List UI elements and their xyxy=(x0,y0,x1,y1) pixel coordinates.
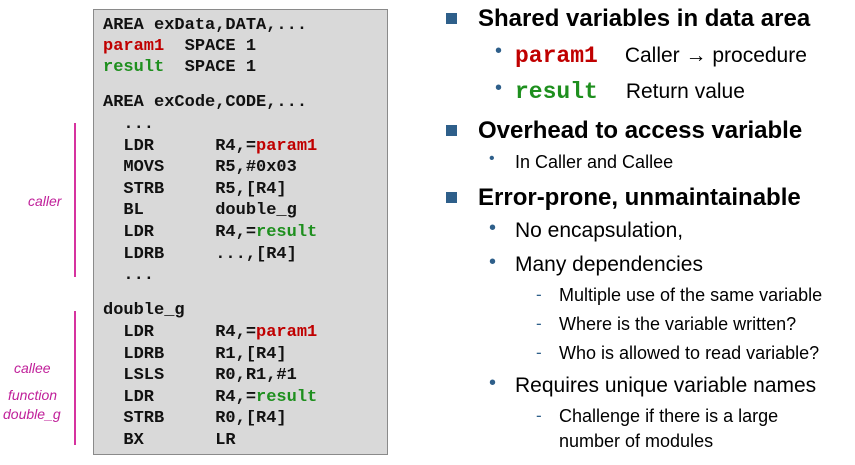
caller-bracket xyxy=(74,123,76,277)
code-line: double_g xyxy=(103,301,185,320)
bullet-heading: Overhead to access variable xyxy=(478,117,803,144)
sub-bullet: In Caller and Callee xyxy=(515,152,674,172)
code-line: result SPACE 1 xyxy=(103,58,257,77)
sub-bullet: Requires unique variable names xyxy=(515,374,817,397)
dot-bullet-icon: • xyxy=(489,251,497,273)
code-line: LDR R4,=result xyxy=(103,223,318,242)
code-line: LDRB ...,[R4] xyxy=(103,245,297,264)
param1-variable: param1 xyxy=(256,137,318,156)
sub-sub-bullet-continuation: number of modules xyxy=(559,431,714,451)
function-name-label: double_g xyxy=(3,406,61,422)
dash-bullet-icon: - xyxy=(536,285,542,304)
code-line: MOVS R5,#0x03 xyxy=(103,158,297,177)
dot-bullet-icon: • xyxy=(495,77,503,99)
code-line: LDR R4,=param1 xyxy=(103,137,318,156)
code-line: BX LR xyxy=(103,431,236,450)
code-line: AREA exData,DATA,... xyxy=(103,16,308,35)
code-line: ... xyxy=(103,115,155,134)
square-bullet-icon xyxy=(446,192,457,203)
bullet-heading: Shared variables in data area xyxy=(478,5,811,32)
square-bullet-icon xyxy=(446,13,457,24)
code-line: param1 SPACE 1 xyxy=(103,37,257,56)
code-line: STRB R5,[R4] xyxy=(103,180,287,199)
dot-bullet-icon: • xyxy=(489,217,497,239)
sub-bullet: No encapsulation, xyxy=(515,219,684,242)
result-variable: result xyxy=(515,79,598,105)
code-line: ... xyxy=(103,266,155,285)
code-line: LDRB R1,[R4] xyxy=(103,345,287,364)
callee-bracket xyxy=(74,311,76,445)
sub-sub-bullet: Who is allowed to read variable? xyxy=(559,343,820,363)
dot-bullet-icon: • xyxy=(489,372,497,394)
square-bullet-icon xyxy=(446,125,457,136)
code-line: STRB R0,[R4] xyxy=(103,409,287,428)
dash-bullet-icon: - xyxy=(536,406,542,425)
sub-bullet: Many dependencies xyxy=(515,253,703,276)
code-line: AREA exCode,CODE,... xyxy=(103,93,308,112)
dot-bullet-icon: • xyxy=(489,150,495,167)
result-variable: result xyxy=(256,388,318,407)
code-line: LSLS R0,R1,#1 xyxy=(103,366,297,385)
bullet-heading: Error-prone, unmaintainable xyxy=(478,184,801,211)
result-variable: result xyxy=(256,223,318,242)
assembly-code-block: AREA exData,DATA,... param1 SPACE 1 resu… xyxy=(93,9,388,455)
result-variable: result xyxy=(103,58,165,77)
sub-sub-bullet: Where is the variable written? xyxy=(559,314,797,334)
param1-variable: param1 xyxy=(256,323,318,342)
param1-variable: param1 xyxy=(515,43,598,69)
code-line: LDR R4,=result xyxy=(103,388,318,407)
sub-sub-bullet: Challenge if there is a large xyxy=(559,406,779,426)
code-line: BL double_g xyxy=(103,201,297,220)
sub-sub-bullet: Multiple use of the same variable xyxy=(559,285,823,305)
dash-bullet-icon: - xyxy=(536,343,542,362)
code-line: LDR R4,=param1 xyxy=(103,323,318,342)
caller-label: caller xyxy=(28,193,62,209)
callee-label: callee xyxy=(14,360,51,376)
param1-variable: param1 xyxy=(103,37,165,56)
dash-bullet-icon: - xyxy=(536,314,542,333)
function-label: function xyxy=(8,387,58,403)
dot-bullet-icon: • xyxy=(495,40,503,62)
